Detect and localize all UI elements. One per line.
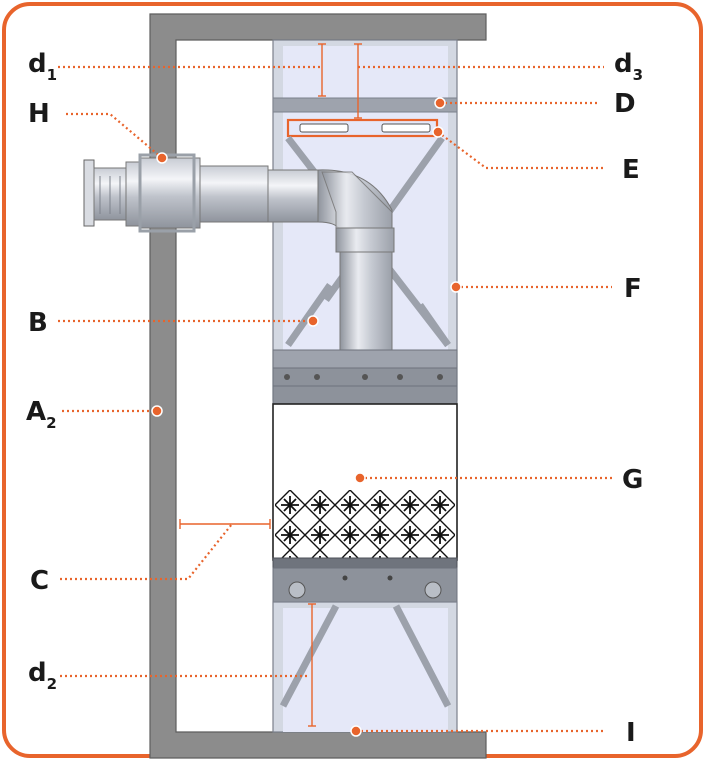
heat-shield-plate xyxy=(286,118,439,138)
label-A2: A2 xyxy=(26,397,57,432)
label-E: E xyxy=(622,155,640,185)
label-F: F xyxy=(624,274,642,304)
label-H: H xyxy=(28,99,50,129)
wall-enclosure xyxy=(149,13,487,759)
dimension-markers xyxy=(179,43,362,727)
label-B: B xyxy=(28,308,48,338)
upper-base-plate xyxy=(272,349,458,405)
label-D: D xyxy=(614,89,636,119)
leader-dots xyxy=(151,97,462,737)
label-C: C xyxy=(30,566,49,596)
leader-lines xyxy=(58,65,612,733)
diagram-labels: d1 d3 H D E F B A2 G C d2 I xyxy=(26,49,643,748)
label-I: I xyxy=(626,718,636,748)
label-d1: d1 xyxy=(28,49,57,84)
stove-body xyxy=(272,403,458,561)
lower-base-plate xyxy=(272,557,458,603)
label-G: G xyxy=(622,465,643,495)
label-d3: d3 xyxy=(614,49,643,84)
flue-pipe xyxy=(83,153,395,351)
lower-frame xyxy=(272,601,458,733)
label-d2: d2 xyxy=(28,658,57,693)
